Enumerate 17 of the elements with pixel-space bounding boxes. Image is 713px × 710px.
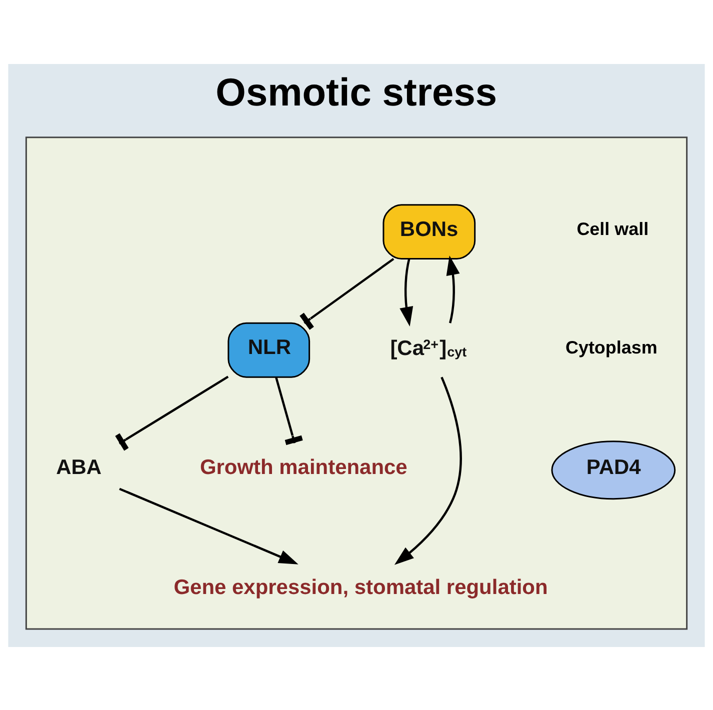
connector [115,375,229,450]
node-box: BONs [382,204,476,259]
diagram-title: Osmotic stress [216,71,498,114]
arrow [119,487,298,564]
connector [300,257,394,330]
label: Cytoplasm [565,336,658,357]
cluster [25,136,688,630]
node-text: Growth maintenance [200,456,408,479]
node-text: Gene expression, stomatal regulation [174,576,548,599]
arrow [400,258,414,326]
node-text: ABA [56,456,102,479]
connector [275,376,303,445]
node-box: NLR [228,322,310,378]
arrow [394,376,462,564]
arrow [446,255,460,323]
node-ellipse: PAD4 [551,440,676,500]
label: Cell wall [576,218,649,238]
